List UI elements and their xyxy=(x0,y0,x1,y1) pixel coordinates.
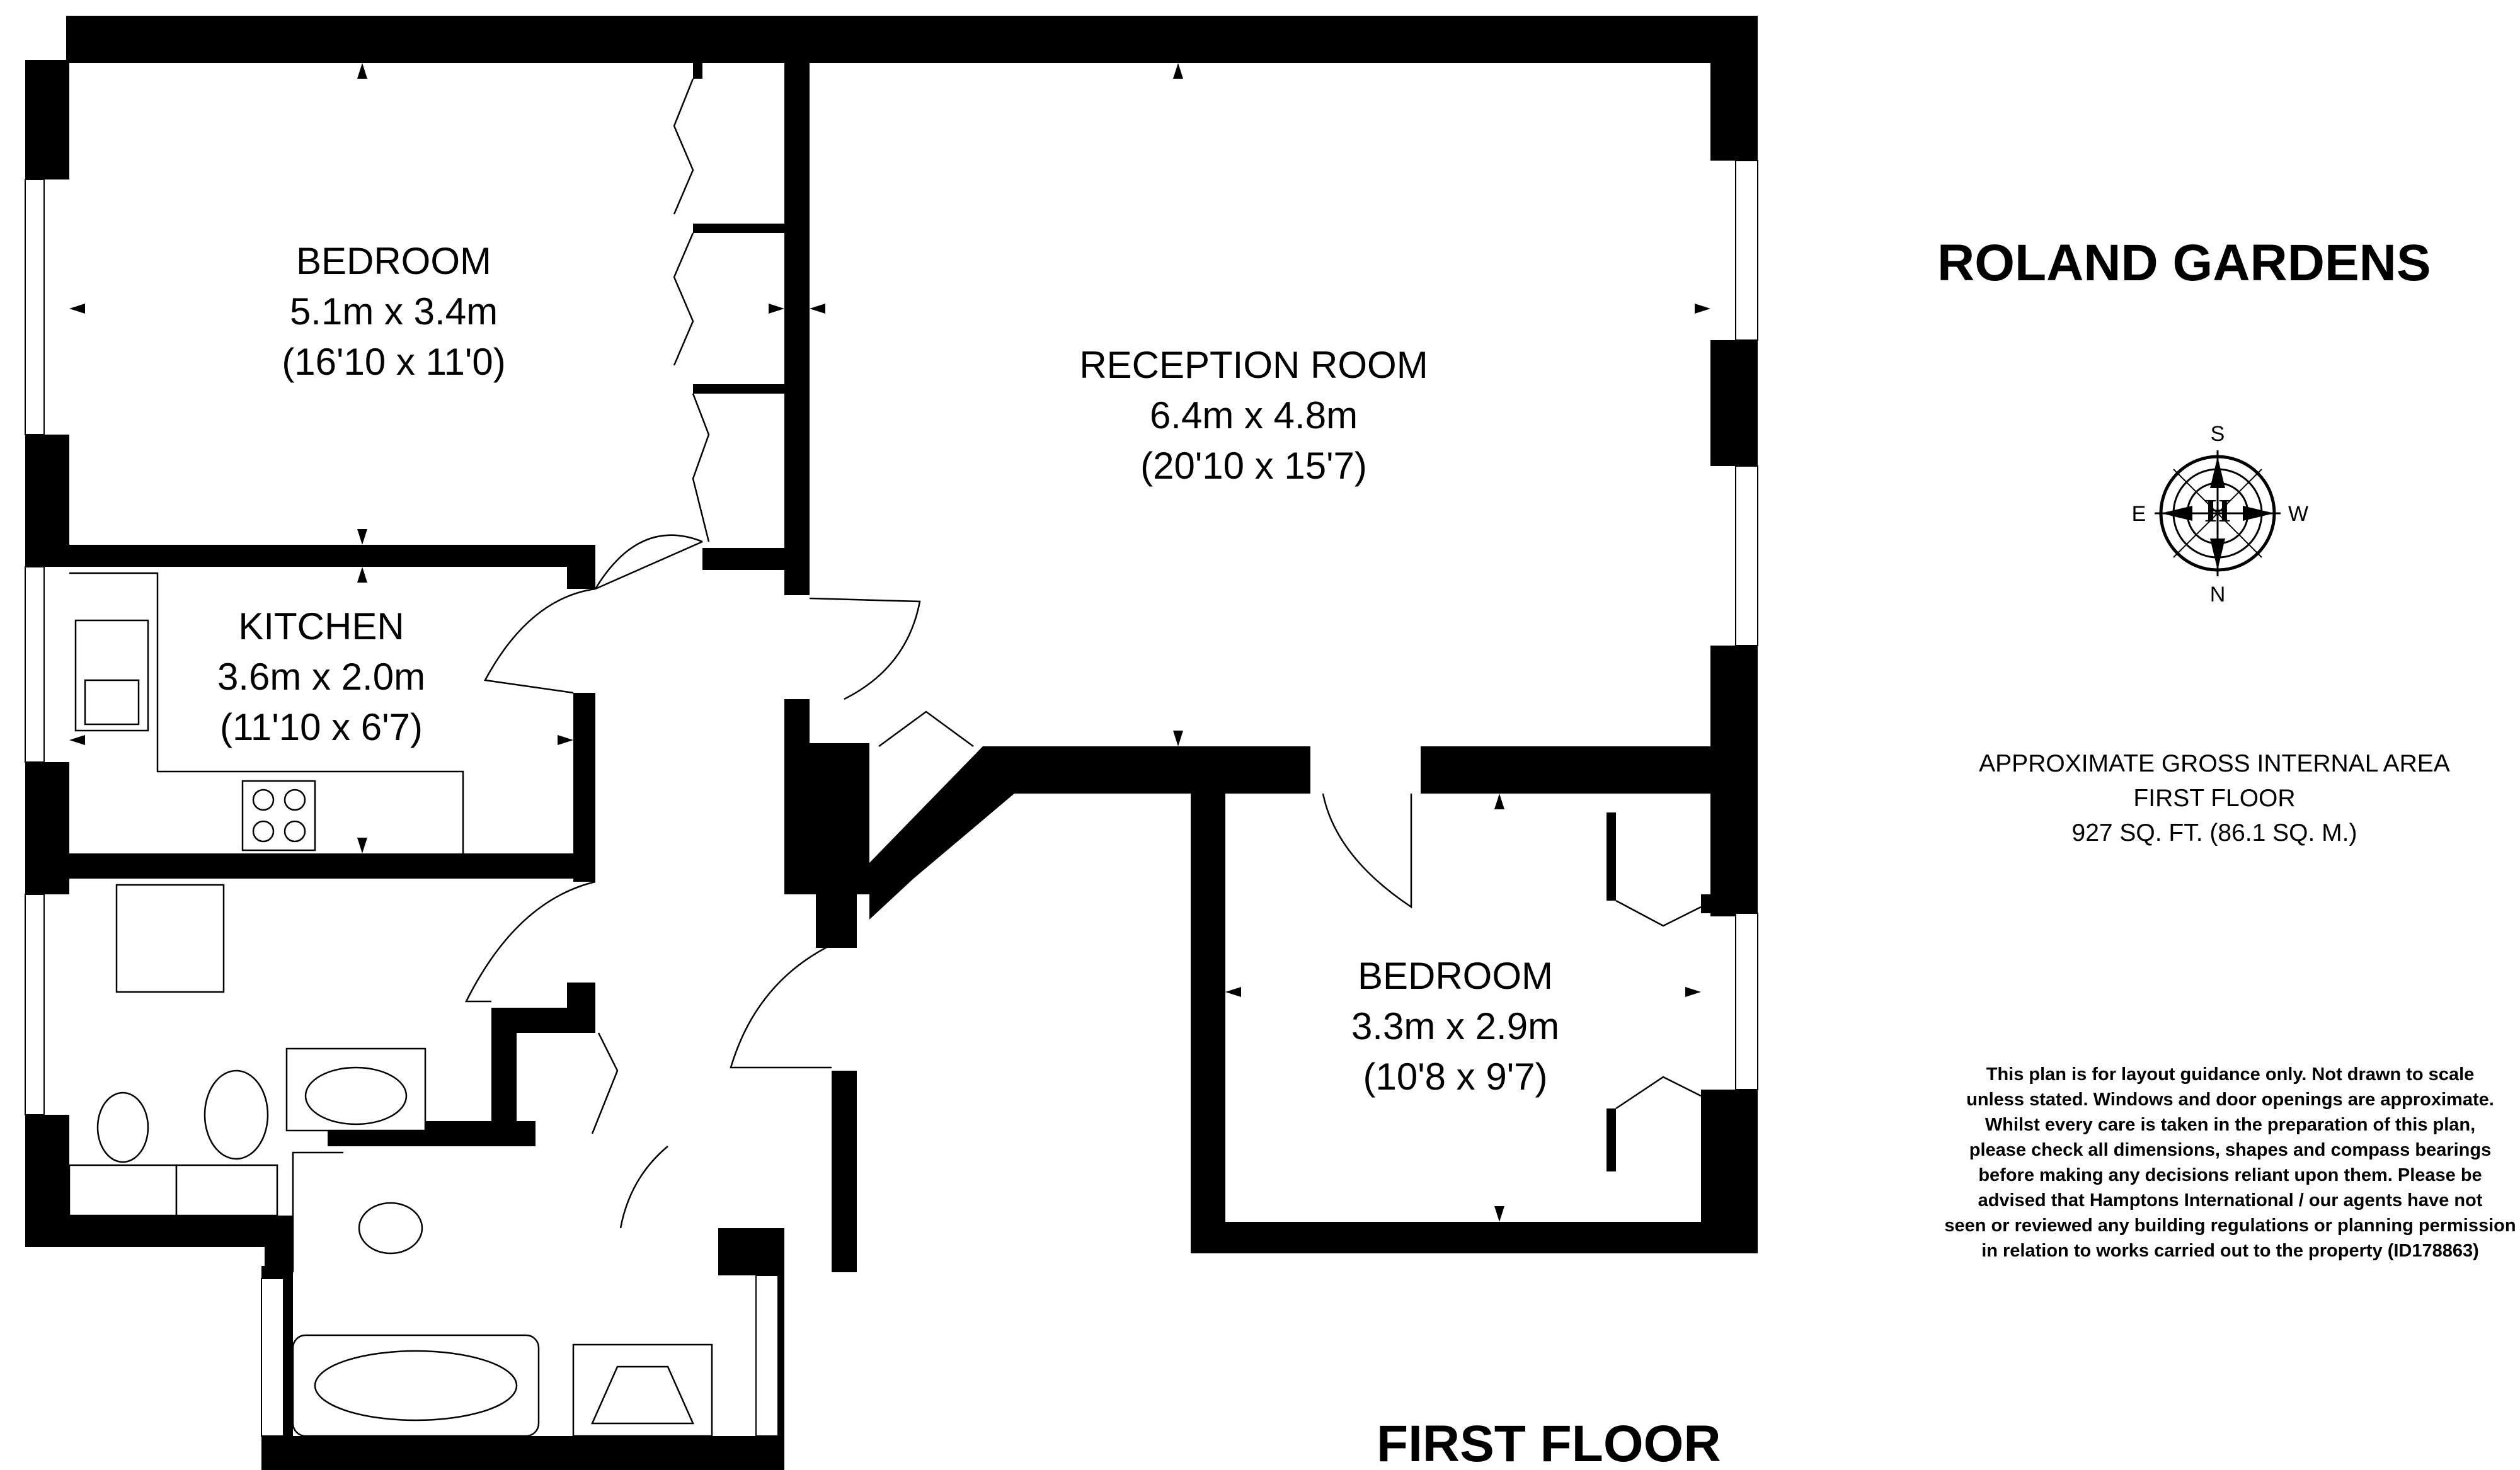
washbasin-icon xyxy=(572,1343,713,1437)
area-line-2: FIRST FLOOR xyxy=(2133,785,2295,812)
room-imperial: (10'8 x 9'7) xyxy=(1363,1056,1547,1098)
floor-label: FIRST FLOOR xyxy=(1377,1415,1721,1470)
disclaimer-line: This plan is for layout guidance only. N… xyxy=(1986,1064,2475,1085)
toilet-icon xyxy=(358,1202,423,1255)
room-imperial: (16'10 x 11'0) xyxy=(282,341,505,383)
bathtub-icon xyxy=(292,1334,540,1437)
shower-icon xyxy=(115,884,225,993)
compass-bottom-label: N xyxy=(2210,583,2226,607)
disclaimer-line: before making any decisions reliant upon… xyxy=(1978,1165,2482,1185)
hob-icon xyxy=(241,780,316,852)
room-metric: 3.6m x 2.0m xyxy=(217,656,425,698)
area-summary: APPROXIMATE GROSS INTERNAL AREA FIRST FL… xyxy=(1979,750,2450,846)
room-name: BEDROOM xyxy=(1358,955,1553,997)
room-bedroom-1: BEDROOM 5.1m x 3.4m (16'10 x 11'0) xyxy=(282,240,505,383)
room-imperial: (11'10 x 6'7) xyxy=(220,706,423,748)
area-line-3: 927 SQ. FT. (86.1 SQ. M.) xyxy=(2072,819,2357,846)
disclaimer: This plan is for layout guidance only. N… xyxy=(1944,1064,2516,1261)
compass-left-label: E xyxy=(2132,502,2146,526)
toilet-icon xyxy=(203,1069,269,1160)
room-kitchen: KITCHEN 3.6m x 2.0m (11'10 x 6'7) xyxy=(217,605,425,748)
compass-logo: H xyxy=(2205,493,2230,529)
toilet-icon xyxy=(304,1066,408,1125)
doors xyxy=(464,78,1702,1229)
property-title: ROLAND GARDENS xyxy=(1937,234,2431,292)
compass-top-label: S xyxy=(2211,422,2225,446)
fixtures xyxy=(68,572,713,1437)
room-metric: 5.1m x 3.4m xyxy=(290,290,498,333)
disclaimer-line: Whilst every care is taken in the prepar… xyxy=(1985,1115,2475,1135)
disclaimer-line: unless stated. Windows and door openings… xyxy=(1966,1090,2494,1110)
disclaimer-line: seen or reviewed any building regulation… xyxy=(1944,1216,2516,1236)
room-reception: RECEPTION ROOM 6.4m x 4.8m (20'10 x 15'7… xyxy=(1079,344,1428,487)
area-line-1: APPROXIMATE GROSS INTERNAL AREA xyxy=(1979,750,2450,777)
room-imperial: (20'10 x 15'7) xyxy=(1140,445,1367,487)
room-bedroom-2: BEDROOM 3.3m x 2.9m (10'8 x 9'7) xyxy=(1351,955,1559,1098)
compass-right-label: W xyxy=(2288,502,2308,526)
disclaimer-line: in relation to works carried out to the … xyxy=(1981,1241,2479,1261)
bidet-icon xyxy=(96,1091,149,1163)
dimension-arrows xyxy=(69,63,1710,1222)
room-metric: 3.3m x 2.9m xyxy=(1351,1005,1559,1047)
room-name: RECEPTION ROOM xyxy=(1079,344,1428,386)
disclaimer-line: please check all dimensions, shapes and … xyxy=(1969,1140,2491,1160)
windows xyxy=(25,160,1758,1437)
room-metric: 6.4m x 4.8m xyxy=(1150,394,1358,436)
room-name: KITCHEN xyxy=(238,605,404,647)
room-name: BEDROOM xyxy=(296,240,491,282)
compass-icon: H S N E W xyxy=(2132,422,2308,607)
disclaimer-line: advised that Hamptons International / ou… xyxy=(1978,1190,2483,1211)
